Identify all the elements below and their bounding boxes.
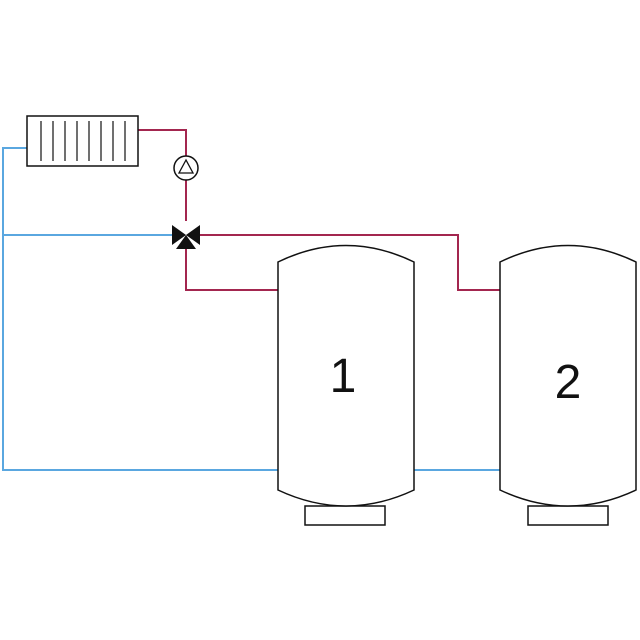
hot-pipe-valve-to-tank2 [200,234,500,291]
hot-pipe-valve-to-tank1 [185,249,278,291]
cold-pipe-main [2,147,278,471]
three-way-valve-icon [172,225,200,249]
cold-return-pipes [2,147,500,471]
hot-pipe-radiator-to-pump [138,129,187,156]
tank-2-body [499,244,637,507]
storage-tank-2: 2 [499,244,637,526]
tank-2-label: 2 [555,356,582,409]
storage-tank-1: 1 [277,244,415,526]
radiator-icon [26,115,139,167]
tank-2-foot [527,505,609,526]
tank-1-label: 1 [330,350,357,403]
hot-supply-pipes [138,129,500,291]
circulation-pump-icon [173,155,199,181]
tank-1-body [277,244,415,507]
tank-1-foot [304,505,386,526]
